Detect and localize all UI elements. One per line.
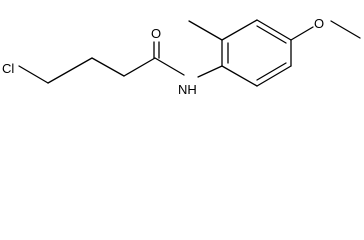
bond-methoxy-methyl xyxy=(330,20,361,39)
bond-methyl xyxy=(188,20,223,41)
bond-carbonyl-nitrogen xyxy=(154,57,185,76)
bond-c3-carbonyl xyxy=(123,57,156,77)
carbonyl-oxygen-label: O xyxy=(151,26,161,41)
bond-cl-c1 xyxy=(18,65,49,84)
ring-bond-5 xyxy=(256,65,292,87)
chlorine-atom-label: Cl xyxy=(2,61,14,76)
ring-double-bond-top xyxy=(256,25,287,44)
ring-bond-2 xyxy=(221,19,258,41)
amide-nitrogen-label: NH xyxy=(178,82,197,97)
methoxy-oxygen-label: O xyxy=(314,16,324,31)
bond-nitrogen-ring xyxy=(197,65,223,78)
bond-c1-c2 xyxy=(47,57,93,84)
ring-bond-3 xyxy=(256,19,292,41)
ring-double-bond-bottom xyxy=(256,62,287,81)
bond-ring-methoxy-oxygen xyxy=(290,26,314,41)
benzene-ring xyxy=(221,19,292,87)
bond-c2-c3 xyxy=(91,57,125,77)
chemical-structure-diagram: Cl O NH O xyxy=(2,16,361,97)
ring-bond-6 xyxy=(221,65,258,87)
